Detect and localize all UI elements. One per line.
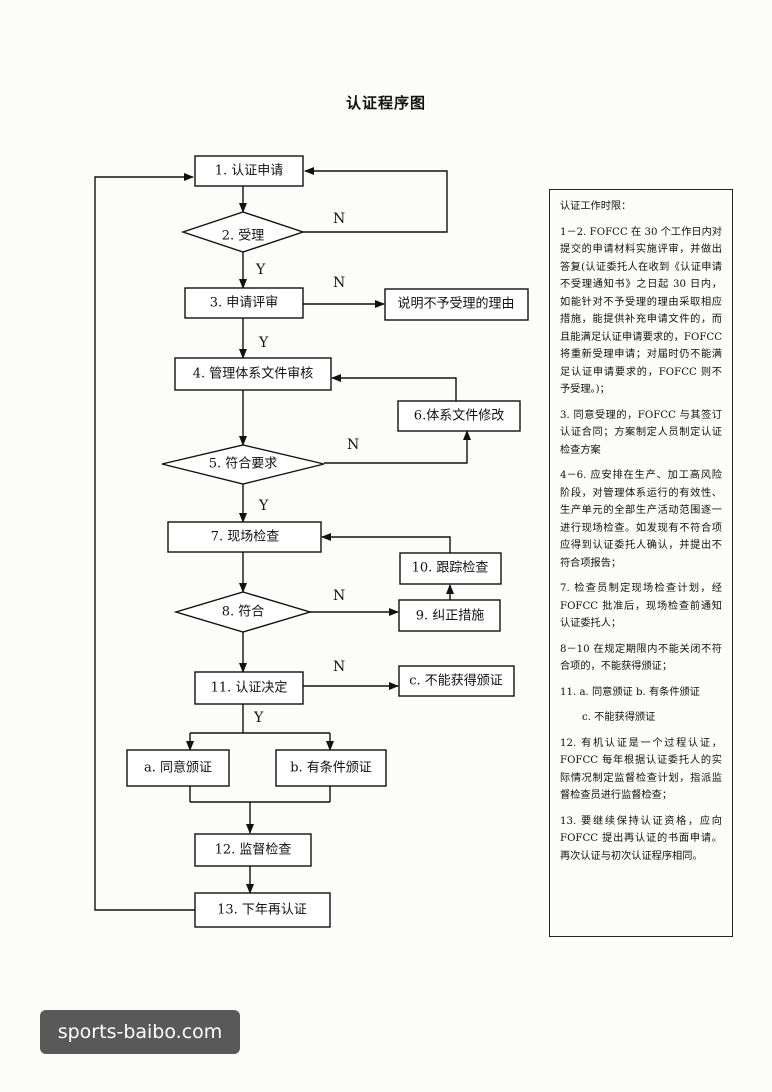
arrow-10-7 bbox=[321, 533, 451, 553]
label-yes-5: Y bbox=[258, 498, 269, 514]
node-4-text: 4. 管理体系文件审核 bbox=[193, 367, 314, 382]
box-reject-reason bbox=[384, 288, 529, 321]
label-yes-3: Y bbox=[258, 335, 269, 351]
node-3-text: 3. 申请评审 bbox=[210, 296, 279, 311]
panel-item-4-6: 4－6. 应安排在生产、加工高风险阶段，对管理体系运行的有效性、生产单元的全部生… bbox=[560, 470, 722, 569]
box-4 bbox=[174, 357, 332, 391]
reject-reason-text: 说明不予受理的理由 bbox=[397, 296, 514, 312]
label-no-11: N bbox=[333, 659, 345, 675]
arrow-6-4 bbox=[331, 374, 457, 401]
box-10 bbox=[399, 552, 502, 585]
box-1 bbox=[194, 155, 304, 187]
node-1-text: 1. 认证申请 bbox=[215, 164, 284, 179]
node-7-text: 7. 现场检查 bbox=[211, 530, 280, 545]
node-9-text: 9. 纠正措施 bbox=[416, 609, 485, 624]
panel-item-7: 7. 检查员制定现场检查计划，经 FOFCC 批准后，现场检查前通知认证委托人； bbox=[560, 583, 722, 629]
panel-item-11c: c. 不能获得颁证 bbox=[582, 712, 656, 723]
panel-item-13: 13. 要继续保持认证资格，应向 FOFCC 提出再认证的书面申请。再次认证与初… bbox=[560, 815, 722, 862]
label-no-2: N bbox=[333, 211, 345, 227]
watermark: sports-baibo.com bbox=[40, 1010, 240, 1054]
box-12 bbox=[194, 833, 312, 867]
node-b-text: b. 有条件颁证 bbox=[290, 760, 372, 776]
node-2-text: 2. 受理 bbox=[222, 229, 265, 244]
box-11 bbox=[194, 671, 304, 705]
panel-item-1-2: 1－2. FOFCC 在 30 个工作日内对提交的申请材料实施评审，并做出答复(… bbox=[560, 226, 722, 396]
node-10-text: 10. 跟踪检查 bbox=[412, 561, 489, 576]
node-12-text: 12. 监督检查 bbox=[215, 843, 292, 858]
node-6-text: 6.体系文件修改 bbox=[414, 409, 504, 424]
label-yes-2: Y bbox=[255, 262, 266, 278]
diamond-8 bbox=[173, 591, 313, 633]
arrow-2-no-loop bbox=[303, 167, 448, 233]
label-yes-11: Y bbox=[253, 710, 264, 726]
diamond-2 bbox=[180, 211, 306, 253]
panel-item-12: 12. 有机认证是一个过程认证，FOFCC 每年根据认证委托人的实际情况制定监督… bbox=[560, 737, 722, 802]
label-no-8: N bbox=[333, 588, 345, 604]
node-13-text: 13. 下年再认证 bbox=[217, 903, 307, 918]
node-8-text: 8. 符合 bbox=[222, 604, 265, 620]
arrow-13-loop bbox=[94, 173, 195, 911]
box-9 bbox=[398, 599, 501, 632]
box-a bbox=[126, 749, 230, 787]
time-limit-panel: 认证工作时限： 1－2. FOFCC 在 30 个工作日内对提交的申请材料实施评… bbox=[549, 189, 733, 937]
box-3 bbox=[184, 287, 304, 319]
node-5-text: 5. 符合要求 bbox=[209, 456, 278, 472]
page-title: 认证程序图 bbox=[345, 94, 426, 112]
panel-item-11: 11. a. 同意颁证 b. 有条件颁证 bbox=[560, 686, 700, 698]
box-7 bbox=[167, 521, 322, 553]
box-6 bbox=[397, 400, 521, 432]
node-a-text: a. 同意颁证 bbox=[144, 760, 212, 776]
diamond-5 bbox=[161, 444, 325, 485]
panel-item-8-10: 8－10 在规定期限内不能关闭不符合项的，不能获得颁证； bbox=[560, 643, 722, 673]
panel-item-3: 3. 同意受理的，FOFCC 与其签订认证合同；方案制定人员制定认证检查方案 bbox=[560, 409, 722, 456]
arrow-5-6 bbox=[324, 430, 471, 464]
label-no-3: N bbox=[333, 275, 345, 291]
panel-heading: 认证工作时限： bbox=[560, 201, 632, 212]
node-c-text: c. 不能获得颁证 bbox=[409, 673, 503, 689]
box-13 bbox=[194, 892, 331, 928]
label-no-5: N bbox=[347, 437, 359, 453]
node-11-text: 11. 认证决定 bbox=[211, 681, 288, 696]
box-c bbox=[398, 665, 515, 697]
box-b bbox=[275, 749, 387, 787]
